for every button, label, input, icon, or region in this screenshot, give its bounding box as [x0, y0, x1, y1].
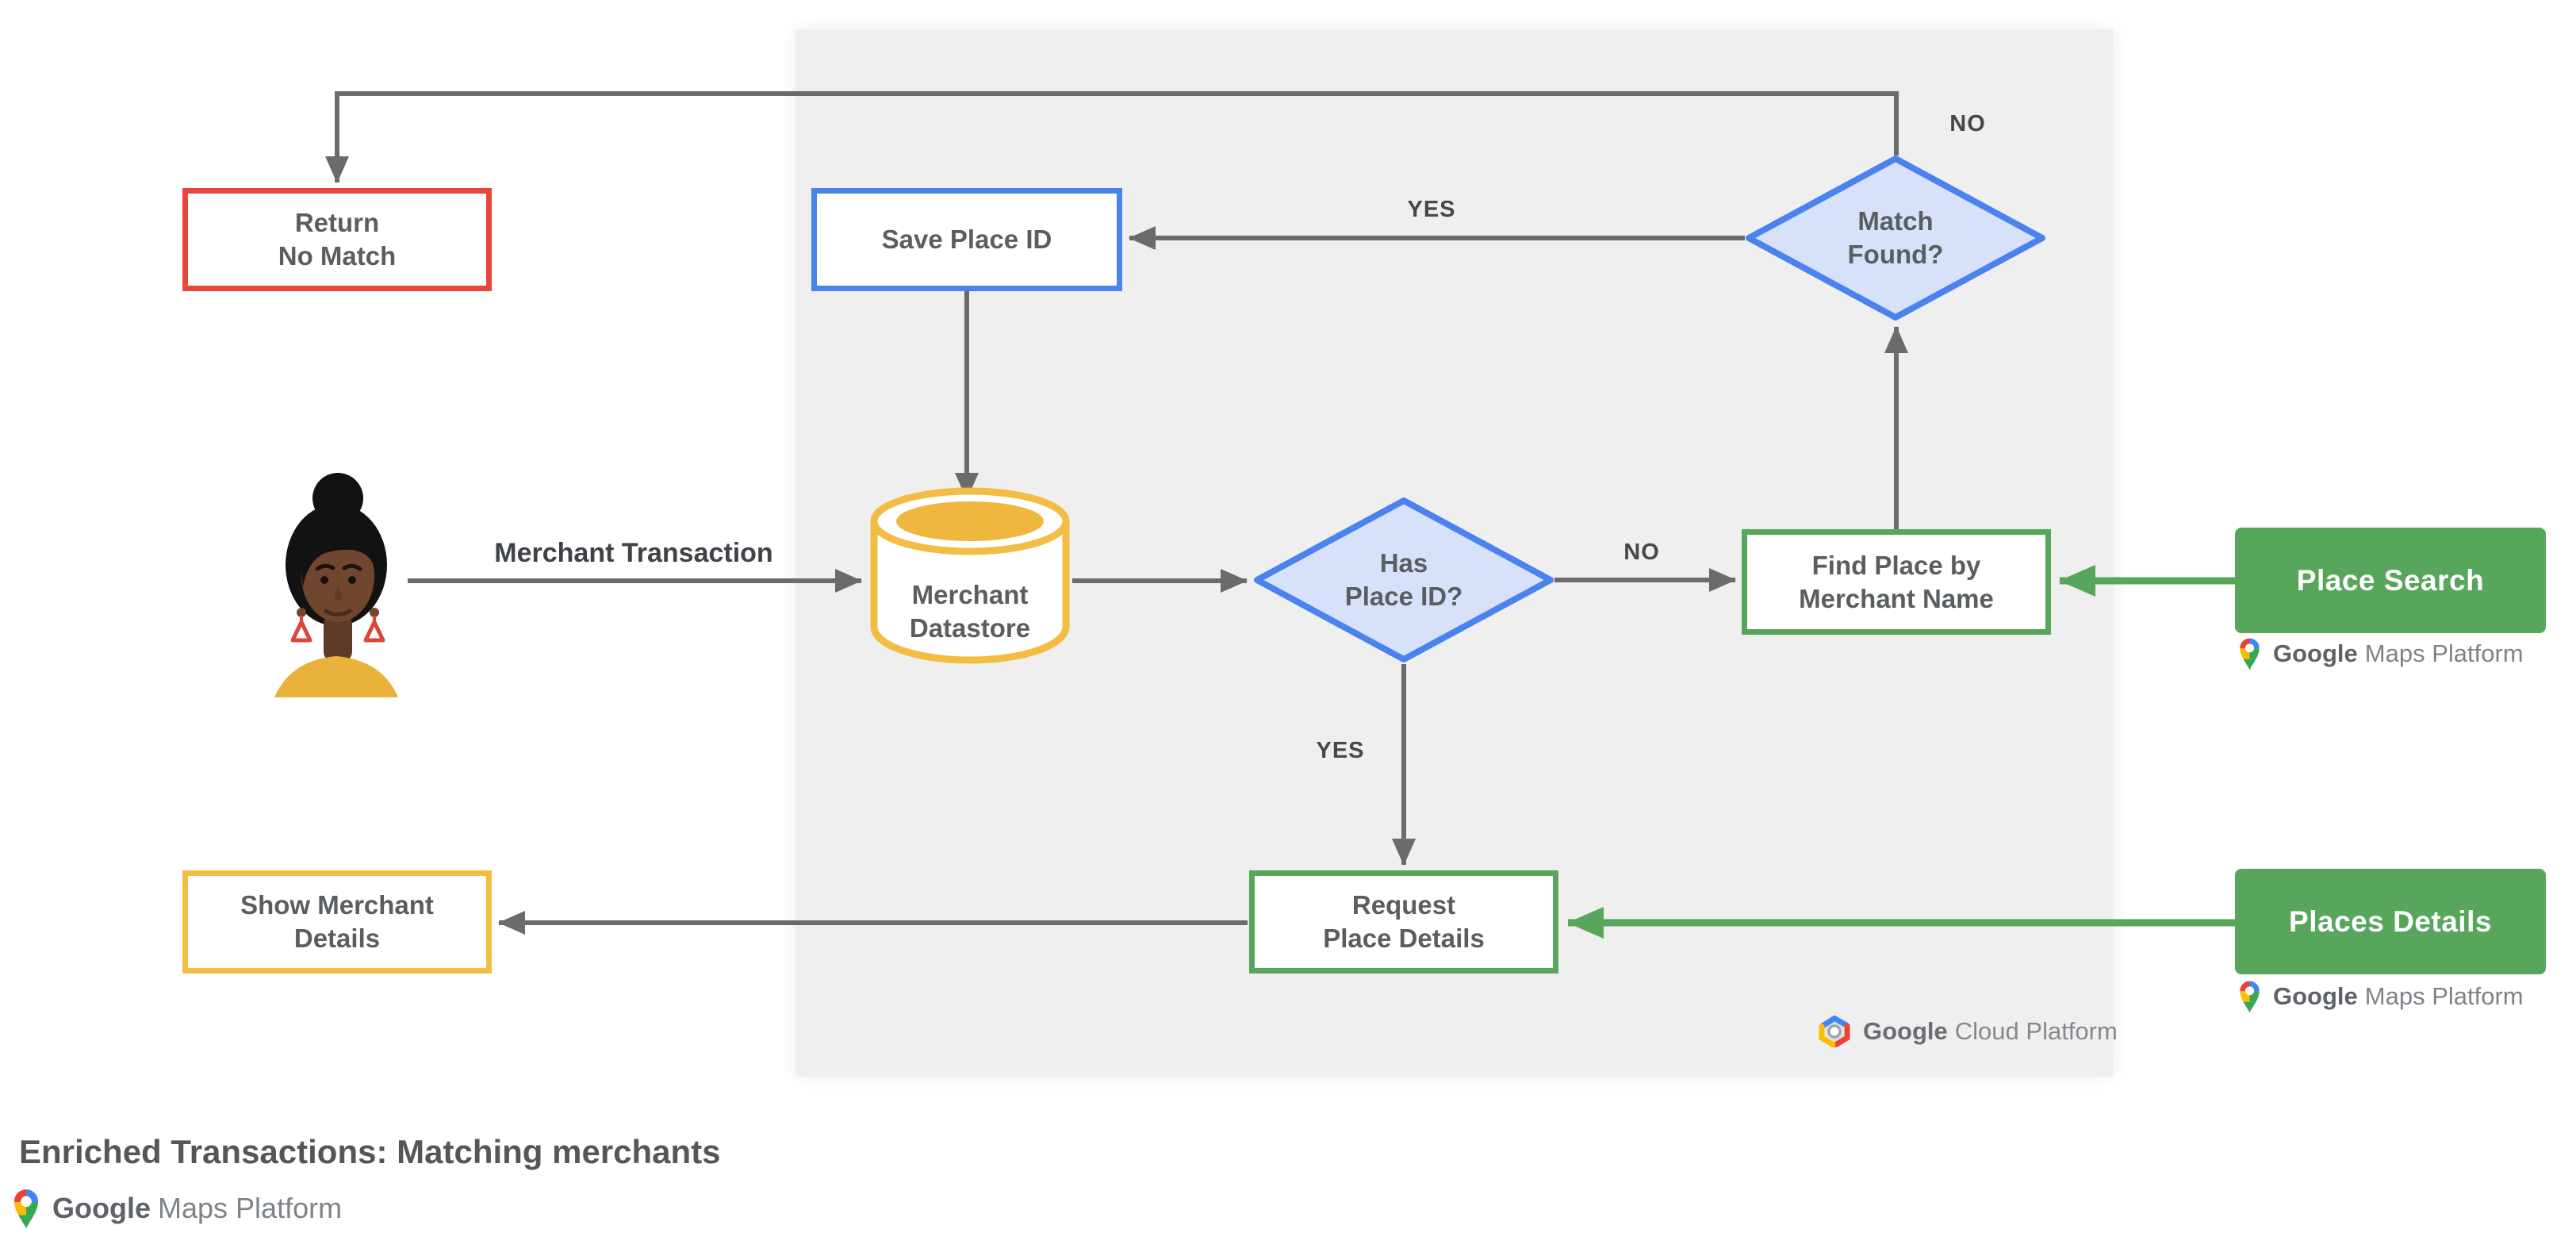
google-maps-platform-logo-place-search: Google Maps Platform [2237, 636, 2524, 670]
google-maps-platform-logo-footer: Google Maps Platform [11, 1187, 342, 1229]
edge-label-yes-request: YES [1316, 738, 1365, 763]
brand-cloud-platform: Cloud Platform [1954, 1017, 2118, 1045]
api-button-places-details: Places Details [2235, 869, 2546, 974]
node-find-place-by-merchant-name: Find Place by Merchant Name [1742, 529, 2051, 635]
brand-google: Google [52, 1191, 151, 1224]
google-maps-pin-icon [2237, 636, 2262, 670]
node-request-place-details: Request Place Details [1249, 870, 1558, 974]
node-return-no-match: Return No Match [182, 188, 492, 291]
google-cloud-platform-logo: Google Cloud Platform [1817, 1016, 2118, 1047]
google-maps-pin-icon [11, 1187, 41, 1229]
brand-maps-platform: Maps Platform [2364, 981, 2524, 1010]
merchant-transaction-label: Merchant Transaction [494, 538, 773, 568]
decision-match-found [1746, 156, 2045, 321]
decision-has-place-id [1254, 497, 1554, 662]
node-save-place-id: Save Place ID [811, 188, 1122, 291]
edge-label-no-return: NO [1949, 111, 1986, 136]
google-maps-pin-icon [2237, 979, 2262, 1013]
api-button-place-search: Place Search [2235, 528, 2546, 633]
brand-google: Google [1863, 1017, 1948, 1045]
node-show-merchant-details: Show Merchant Details [182, 870, 492, 974]
edge-label-no-find: NO [1623, 540, 1660, 565]
edge-label-yes-save: YES [1407, 197, 1456, 222]
google-maps-platform-logo-places-details: Google Maps Platform [2237, 979, 2524, 1013]
brand-maps-platform: Maps Platform [158, 1191, 343, 1224]
user-avatar [274, 473, 398, 697]
diagram-title: Enriched Transactions: Matching merchant… [19, 1133, 721, 1170]
brand-google: Google [2273, 639, 2358, 667]
brand-google: Google [2273, 981, 2358, 1010]
merchant-datastore-cylinder [870, 487, 1070, 664]
brand-maps-platform: Maps Platform [2364, 639, 2524, 667]
google-cloud-hexagon-icon [1817, 1016, 1852, 1047]
